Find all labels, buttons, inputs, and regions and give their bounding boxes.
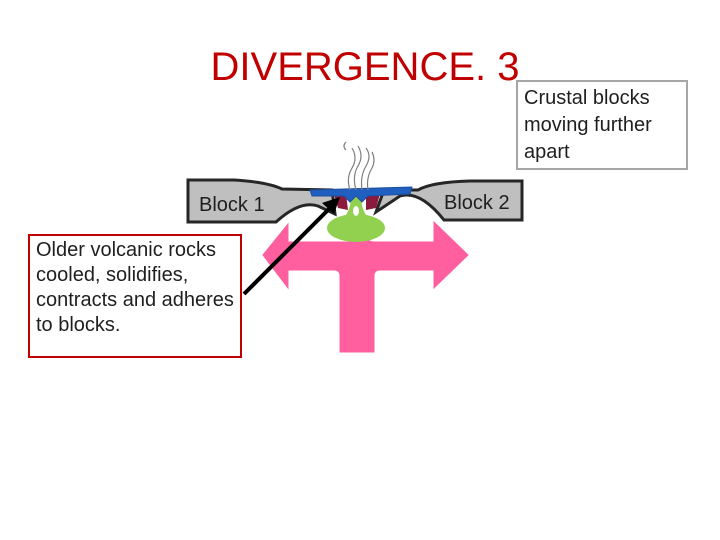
- magma-chamber: [327, 214, 385, 242]
- steam-plume-icon: [343, 141, 375, 191]
- crustal-block-2: [373, 179, 524, 222]
- block-2-label: Block 2: [444, 192, 510, 214]
- page-title: DIVERGENCE. 3: [210, 45, 520, 89]
- note-older-volcanic-rocks: Older volcanic rocks cooled, solidifies,…: [28, 234, 242, 358]
- callout-crustal-blocks: Crustal blocks moving further apart: [516, 80, 688, 170]
- lava-flow: [309, 186, 413, 203]
- pointer-arrow-icon: [242, 197, 340, 296]
- block-1-label: Block 1: [199, 194, 265, 216]
- magma-bubble: [353, 206, 359, 216]
- older-volcanic-rock-right: [366, 194, 380, 210]
- crustal-block-1: [186, 178, 337, 224]
